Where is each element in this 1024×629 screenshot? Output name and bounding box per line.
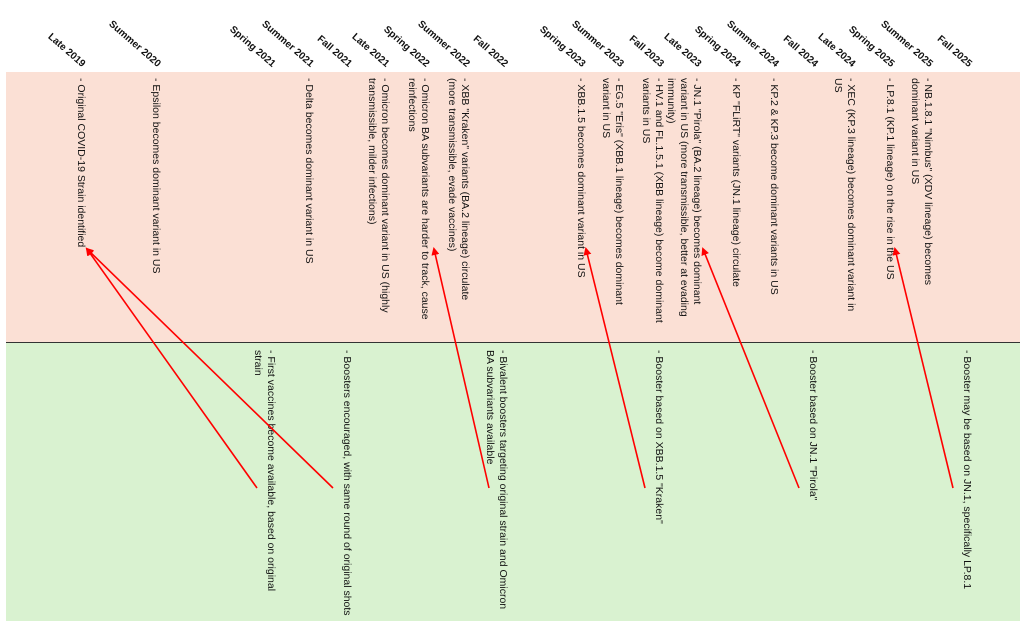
period-label: Fall 2021 <box>314 33 354 70</box>
period-label: Summer 2020 <box>106 18 163 70</box>
variant-note: - EG.5 "Eris" (XBB.1 lineage) becomes do… <box>600 78 625 305</box>
variant-note: - XBB "Kraken" variants (BA.2 lineage) c… <box>446 78 471 301</box>
band-divider <box>6 342 1020 343</box>
period-label: Fall 2024 <box>780 33 820 70</box>
variant-note: - Omicron BA subvariants are harder to t… <box>406 78 431 320</box>
variant-note: - XBB.1.5 becomes dominant variant in US <box>575 78 587 278</box>
variant-note: - JN.1 "Pirola" (BA.2 lineage) becomes d… <box>665 78 703 317</box>
variant-note: - Epsilon becomes dominant variant in US <box>150 78 162 274</box>
period-label: Fall 2022 <box>470 33 510 70</box>
vaccine-note: - First vaccines become available, based… <box>252 350 277 592</box>
period-label: Fall 2025 <box>934 33 974 70</box>
variant-note: - NB.1.8.1 "Nimbus" (XDV lineage) become… <box>909 78 934 286</box>
variant-note: - XEC (KP.3 lineage) becomes dominant va… <box>832 78 857 312</box>
variant-note: - Original COVID-19 Strain identified <box>75 78 87 248</box>
vaccines-band <box>6 343 1020 621</box>
variant-note: - KP "FLiRT" variants (JN.1 lineage) cir… <box>730 78 742 287</box>
variant-note: - LP.8.1 (KP.1 lineage) on the rise in t… <box>884 78 896 280</box>
vaccine-note: - Bivalent boosters targeting original s… <box>484 350 509 610</box>
vaccine-note: - Booster may be based on JN.1, specific… <box>961 350 973 590</box>
variant-note: - Delta becomes dominant variant in US <box>303 78 315 264</box>
period-label: Fall 2023 <box>626 33 666 70</box>
variant-note: - KP.2 & KP.3 become dominant variants i… <box>768 78 780 295</box>
period-label: Late 2021 <box>349 31 392 70</box>
variant-note: - HV.1 and FL.1.5.1 (XBB lineage) become… <box>640 78 665 323</box>
vaccine-note: - Booster based on JN.1 "Pirola" <box>807 350 819 501</box>
variant-note: - Omicron becomes dominant variant in US… <box>366 78 391 313</box>
vaccine-note: - Boosters encouraged, with same round o… <box>341 350 353 616</box>
period-label: Late 2019 <box>45 31 88 70</box>
vaccine-note: - Booster based on XBB.1.5 "Kraken" <box>653 350 665 524</box>
